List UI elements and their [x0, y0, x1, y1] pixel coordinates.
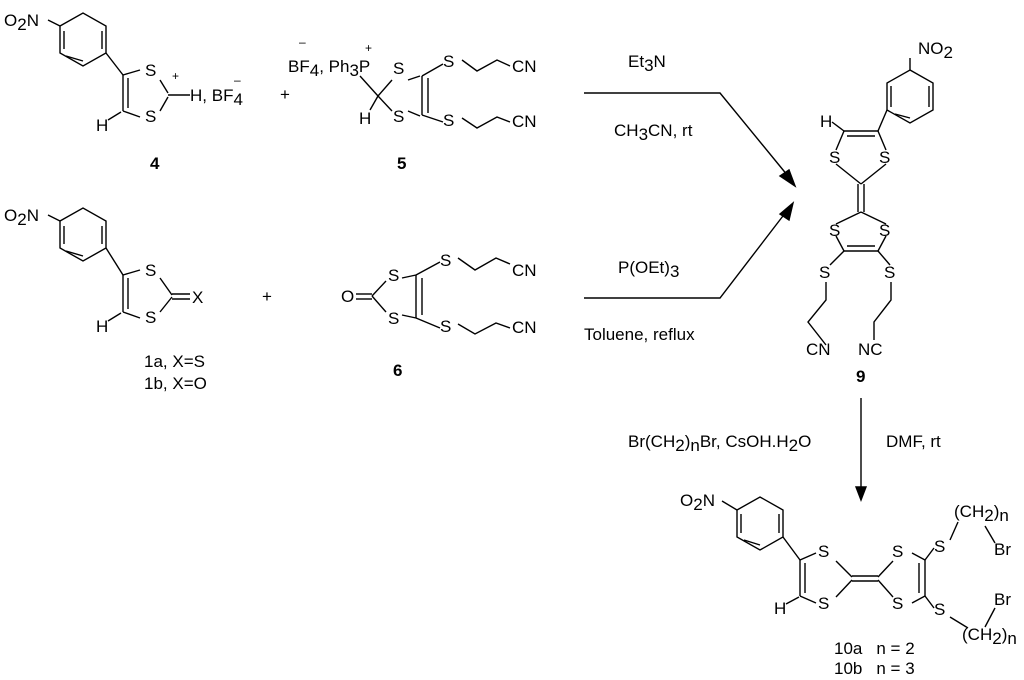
nitro-group-1: O2N: [4, 206, 39, 229]
compound-label-1b: 1b, X=O: [144, 374, 207, 393]
br-atom: Br: [994, 540, 1011, 559]
ch2n-chain-bottom: (CH2)n: [962, 625, 1017, 648]
compound-label-6: 6: [393, 361, 402, 380]
s-atom: S: [388, 266, 399, 285]
compound-label-1a: 1a, X=S: [144, 352, 205, 371]
nc-group: NC: [858, 340, 883, 359]
compound-6: O S S S S CN CN 6: [341, 251, 537, 380]
h-atom: H: [96, 317, 108, 336]
condition-dmf-rt: DMF, rt: [886, 432, 941, 451]
br-atom: Br: [994, 590, 1011, 609]
plus-charge: +: [172, 69, 179, 83]
o-atom: O: [341, 287, 354, 306]
cn-group: CN: [512, 261, 537, 280]
s-atom: S: [393, 107, 404, 126]
s-atom: S: [829, 148, 840, 167]
s-atom: S: [145, 107, 156, 126]
plus-charge: +: [365, 41, 372, 55]
h-atom: H: [96, 116, 108, 135]
plus-sign: +: [262, 287, 272, 306]
compound-label-5: 5: [397, 154, 406, 173]
reagent-poet3: P(OEt)3: [618, 258, 679, 281]
cn-group: CN: [512, 318, 537, 337]
s-atom: S: [388, 309, 399, 328]
compound-label-4: 4: [150, 154, 160, 173]
s-atom: S: [393, 59, 404, 78]
cn-group: CN: [806, 340, 831, 359]
condition-toluene-reflux: Toluene, reflux: [584, 325, 695, 344]
s-atom: S: [443, 111, 454, 130]
reagent-dibromoalkane-csoh: Br(CH2)nBr, CsOH.H2O: [628, 432, 811, 455]
cn-group: CN: [512, 57, 537, 76]
s-atom: S: [892, 594, 903, 613]
reaction-arrow-2: [584, 201, 795, 299]
nitro-group-10: O2N: [680, 491, 715, 514]
compound-10: O2N S S S S S S (CH2)n Br Br: [680, 491, 1017, 678]
s-atom: S: [145, 61, 156, 80]
h-atom: H: [774, 599, 786, 618]
x-atom: X: [192, 288, 203, 307]
s-atom: S: [884, 263, 895, 282]
plus-sign: +: [280, 85, 290, 104]
condition-ch3cn-rt: CH3CN, rt: [614, 121, 693, 144]
s-atom: S: [829, 221, 840, 240]
s-atom: S: [934, 537, 945, 556]
compound-1: O2N S S X H 1a, X=S 1b, X=O: [4, 206, 207, 393]
s-atom: S: [892, 542, 903, 561]
s-atom: S: [879, 148, 890, 167]
reagent-et3n: Et3N: [628, 52, 666, 75]
h-bf4-label: H, BF4: [190, 86, 243, 109]
h-atom: H: [820, 112, 832, 131]
s-atom: S: [145, 308, 156, 327]
nitro-group-4: O2N: [4, 11, 39, 34]
minus-charge: –: [299, 35, 306, 49]
compound-5: – BF4, Ph3P + S S S S CN CN H 5: [288, 35, 537, 173]
s-atom: S: [145, 261, 156, 280]
s-atom: S: [443, 52, 454, 71]
s-atom: S: [440, 317, 451, 336]
s-atom: S: [819, 263, 830, 282]
h-atom: H: [359, 109, 371, 128]
nitro-group-9: NO2: [918, 39, 953, 62]
s-atom: S: [818, 594, 829, 613]
reaction-arrow-3: [854, 398, 868, 502]
bf4-ph3p-label: BF4, Ph3P: [288, 57, 370, 80]
cn-group: CN: [512, 112, 537, 131]
compound-label-9: 9: [856, 367, 865, 386]
ch2n-chain-top: (CH2)n: [954, 502, 1009, 525]
s-atom: S: [934, 600, 945, 619]
s-atom: S: [440, 251, 451, 270]
reaction-arrow-1: [584, 92, 797, 188]
minus-charge: –: [234, 73, 241, 87]
compound-4: O2N S S + H, BF4 – H 4: [4, 11, 243, 173]
s-atom: S: [879, 221, 890, 240]
s-atom: S: [818, 542, 829, 561]
compound-9: NO2 H S S S S S S CN NC 9: [806, 39, 953, 386]
